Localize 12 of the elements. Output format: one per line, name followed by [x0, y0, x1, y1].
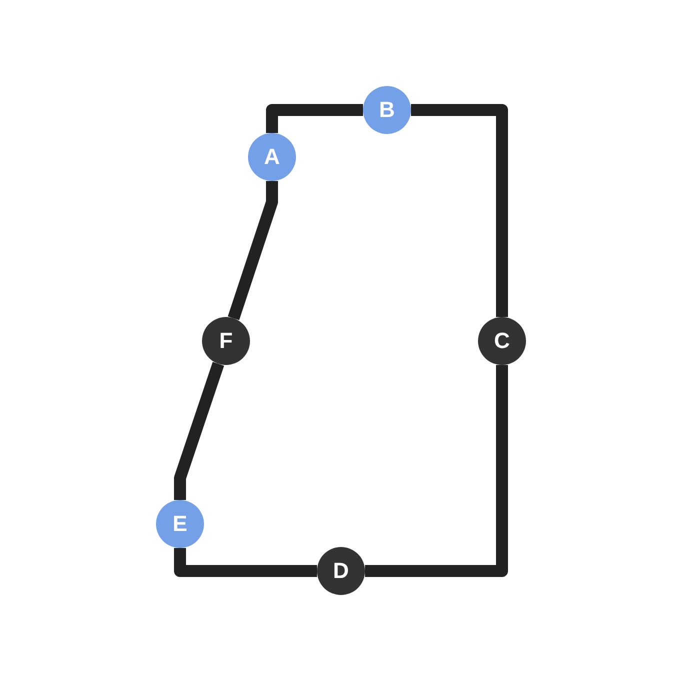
point-marker: F: [202, 317, 250, 365]
line-segment: [365, 365, 508, 577]
line-segment: [266, 104, 363, 133]
line-segment: [174, 548, 317, 577]
line-segment: [174, 362, 224, 500]
point-marker: A: [248, 133, 296, 181]
point-marker: D: [317, 547, 365, 595]
point-marker: C: [478, 317, 526, 365]
point-marker: B: [363, 86, 411, 134]
point-marker: E: [156, 500, 204, 548]
line-segment: [411, 104, 508, 317]
line-segment: [228, 181, 278, 320]
